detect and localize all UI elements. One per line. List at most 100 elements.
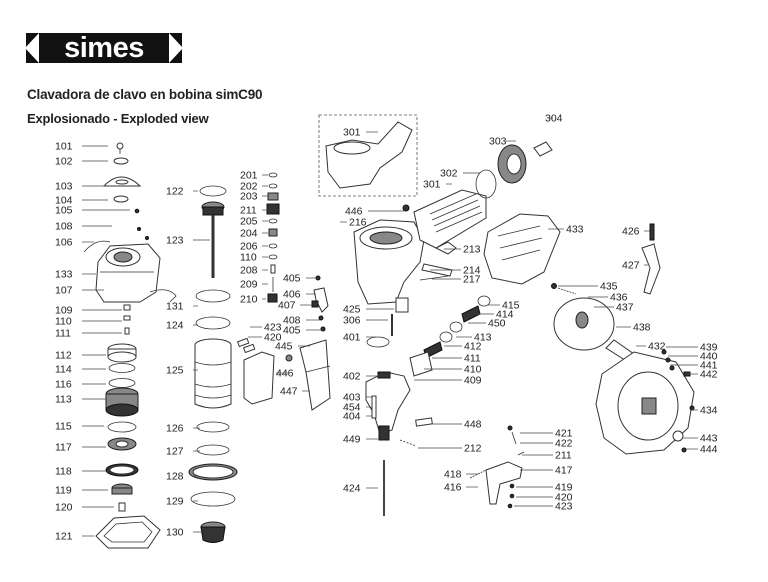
part-114-oring <box>108 363 136 373</box>
part-number-label: 111 <box>55 328 71 340</box>
part-437-spindle-plate <box>553 297 615 351</box>
part-number-label: 417 <box>555 465 573 477</box>
part-number-label: 409 <box>464 375 482 387</box>
page-subtitle: Explosionado - Exploded view <box>27 111 209 126</box>
part-number-label: 202 <box>240 181 258 193</box>
part-number-label: 210 <box>240 294 258 306</box>
part-number-label: 130 <box>166 527 184 539</box>
part-107-cylinder-cap-body <box>95 243 161 303</box>
part-409-415-feeder <box>409 295 491 377</box>
part-number-label: 413 <box>474 332 492 344</box>
part-number-label: 133 <box>55 269 73 281</box>
part-number-label: 444 <box>700 444 718 456</box>
part-number-label: 419 <box>555 482 573 494</box>
part-119-nut <box>111 483 133 495</box>
part-105-pin <box>134 208 140 214</box>
part-number-label: 131 <box>166 301 184 313</box>
part-number-label: 209 <box>240 279 258 291</box>
part-number-label: 211 <box>555 450 572 462</box>
part-number-label: 404 <box>343 411 361 423</box>
part-number-label: 208 <box>240 265 258 277</box>
part-number-label: 126 <box>166 423 184 435</box>
part-number-label: 213 <box>463 244 481 256</box>
part-number-label: 205 <box>240 216 258 228</box>
part-443-444-foot <box>672 430 687 453</box>
part-number-label: 108 <box>55 221 73 233</box>
part-435-spring <box>551 283 577 295</box>
part-number-label: 403 <box>343 392 361 404</box>
part-number-label: 438 <box>633 322 651 334</box>
part-401-oring <box>366 336 390 348</box>
part-number-label: 206 <box>240 241 258 253</box>
part-118-ring <box>105 463 139 477</box>
page-title: Clavadora de clavo en bobina simC90 <box>27 87 263 102</box>
part-number-label: 103 <box>55 181 73 193</box>
detail-301-inset-frame <box>318 114 418 197</box>
part-432-magazine-body <box>595 351 695 455</box>
logo-right-arrow <box>169 33 183 63</box>
part-number-label: 107 <box>55 285 73 297</box>
part-number-label: 303 <box>489 136 507 148</box>
part-number-label: 122 <box>166 186 184 198</box>
part-number-label: 420 <box>264 332 282 344</box>
part-number-label: 422 <box>555 438 573 450</box>
part-403-404-screws <box>371 395 377 419</box>
part-number-label: 116 <box>55 379 72 391</box>
part-number-label: 128 <box>166 471 184 483</box>
part-129-oring <box>190 491 236 507</box>
part-123-piston-driver <box>201 201 225 278</box>
part-number-label: 117 <box>55 442 72 454</box>
part-number-label: 104 <box>55 195 73 207</box>
part-number-label: 443 <box>700 433 718 445</box>
part-125-cylinder <box>194 338 232 409</box>
part-number-label: 410 <box>464 364 482 376</box>
part-number-label: 302 <box>440 168 458 180</box>
part-number-label: 446 <box>276 368 294 380</box>
part-425-306-pins <box>391 297 409 336</box>
part-number-label: 211 <box>240 205 257 217</box>
logo-text: simes <box>64 32 144 64</box>
part-number-label: 445 <box>275 341 293 353</box>
part-number-label: 446 <box>345 206 363 218</box>
part-212-pin <box>399 439 417 447</box>
part-number-label: 415 <box>502 300 520 312</box>
part-number-label: 105 <box>55 205 73 217</box>
part-number-label: 301 <box>423 179 441 191</box>
part-201-211-valve-stack <box>266 172 280 303</box>
part-108-screws <box>137 227 149 240</box>
part-number-label: 129 <box>166 496 184 508</box>
part-number-label: 405 <box>283 273 301 285</box>
part-446-nut <box>285 354 293 362</box>
part-number-label: 442 <box>700 369 718 381</box>
part-number-label: 125 <box>166 365 184 377</box>
part-number-label: 110 <box>240 252 257 264</box>
part-number-label: 454 <box>343 402 361 414</box>
part-number-label: 114 <box>55 364 72 376</box>
part-number-label: 402 <box>343 371 361 383</box>
part-303-end-cap <box>497 144 527 184</box>
part-number-label: 448 <box>464 419 482 431</box>
part-number-label: 433 <box>566 224 584 236</box>
part-number-label: 115 <box>55 421 72 433</box>
part-number-label: 411 <box>464 353 481 365</box>
part-302-oring <box>475 169 497 199</box>
part-number-label: 416 <box>444 482 462 494</box>
part-number-label: 423 <box>555 501 573 513</box>
part-number-label: 304 <box>545 113 563 125</box>
part-447-safety-arm <box>299 339 331 411</box>
part-number-label: 306 <box>343 315 361 327</box>
part-number-label: 421 <box>555 428 573 440</box>
part-number-label: 408 <box>283 315 301 327</box>
part-number-label: 427 <box>622 260 640 272</box>
part-number-label: 405 <box>283 325 301 337</box>
part-104-ring <box>113 195 129 203</box>
part-101-screw <box>116 142 124 154</box>
part-number-label: 124 <box>166 320 184 332</box>
part-number-label: 450 <box>488 318 506 330</box>
part-number-label: 119 <box>55 485 72 497</box>
part-216-main-body <box>353 219 425 305</box>
part-number-label: 102 <box>55 156 73 168</box>
part-416-423-door-latch <box>469 425 525 509</box>
part-number-label: 201 <box>240 170 258 182</box>
